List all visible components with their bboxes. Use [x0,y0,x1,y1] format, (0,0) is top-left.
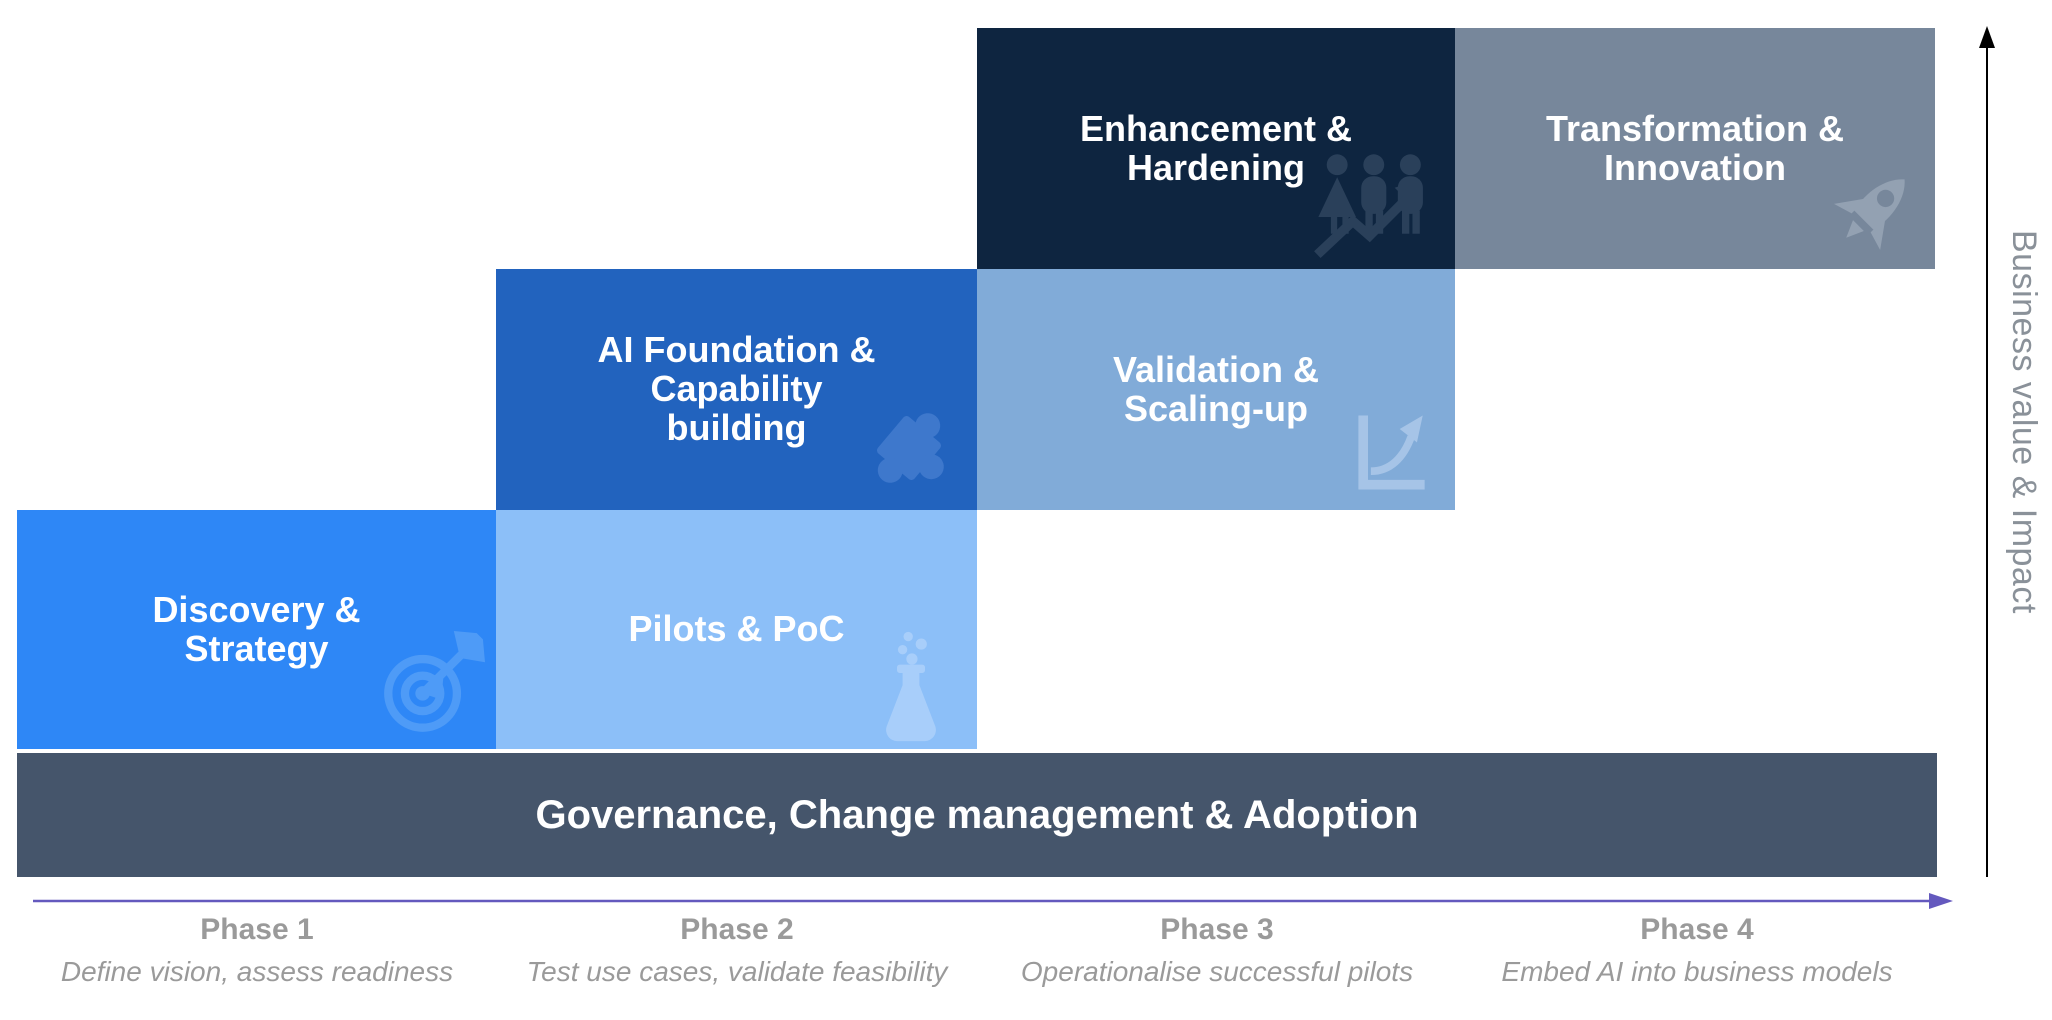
ai-foundation-box: AI Foundation & Capability building [496,269,977,510]
team-growth-icon [1309,148,1449,263]
discovery-strategy-title: Discovery & Strategy [152,588,361,669]
governance-label: Governance, Change management & Adoption [535,792,1419,837]
pilots-poc-title: Pilots & PoC [628,608,845,650]
governance-bar: Governance, Change management & Adoption [17,753,1937,877]
phase-1-description: Define vision, assess readiness [60,956,454,987]
phase-2: Phase 2 Test use cases, validate feasibi… [497,912,977,990]
target-icon [381,631,485,735]
timeline-arrow [33,893,1953,909]
phase-3-description: Operationalise successful pilots [1020,956,1414,987]
enhancement-hardening-box: Enhancement & Hardening [977,28,1455,269]
business-value-axis-label: Business value & Impact [2005,230,2043,614]
growth-chart-icon [1344,404,1440,500]
ai-foundation-title: AI Foundation & Capability building [597,329,876,448]
enhancement-hardening-title: Enhancement & Hardening [1079,107,1353,188]
transformation-innovation-box: Transformation & Innovation [1455,28,1935,269]
flask-icon [869,631,953,743]
validation-scaling-title: Validation & Scaling-up [1112,348,1320,429]
phase-4: Phase 4 Embed AI into business models [1457,912,1937,990]
transformation-innovation-title: Transformation & Innovation [1545,107,1845,188]
phase-4-description: Embed AI into business models [1501,956,1893,987]
phase-3: Phase 3 Operationalise successful pilots [977,912,1457,990]
rocket-icon [1824,164,1920,260]
phase-3-label: Phase 3 [1160,913,1274,946]
phase-1: Phase 1 Define vision, assess readiness [17,912,497,990]
phase-1-label: Phase 1 [200,913,314,946]
pilots-poc-box: Pilots & PoC [496,510,977,749]
business-value-arrow [1979,26,1995,877]
phase-row: Phase 1 Define vision, assess readiness … [17,912,1937,990]
discovery-strategy-box: Discovery & Strategy [17,510,496,749]
phase-2-label: Phase 2 [680,913,794,946]
phase-4-label: Phase 4 [1640,913,1754,946]
puzzle-icon [857,396,961,500]
validation-scaling-box: Validation & Scaling-up [977,269,1455,510]
phase-2-description: Test use cases, validate feasibility [526,956,948,987]
